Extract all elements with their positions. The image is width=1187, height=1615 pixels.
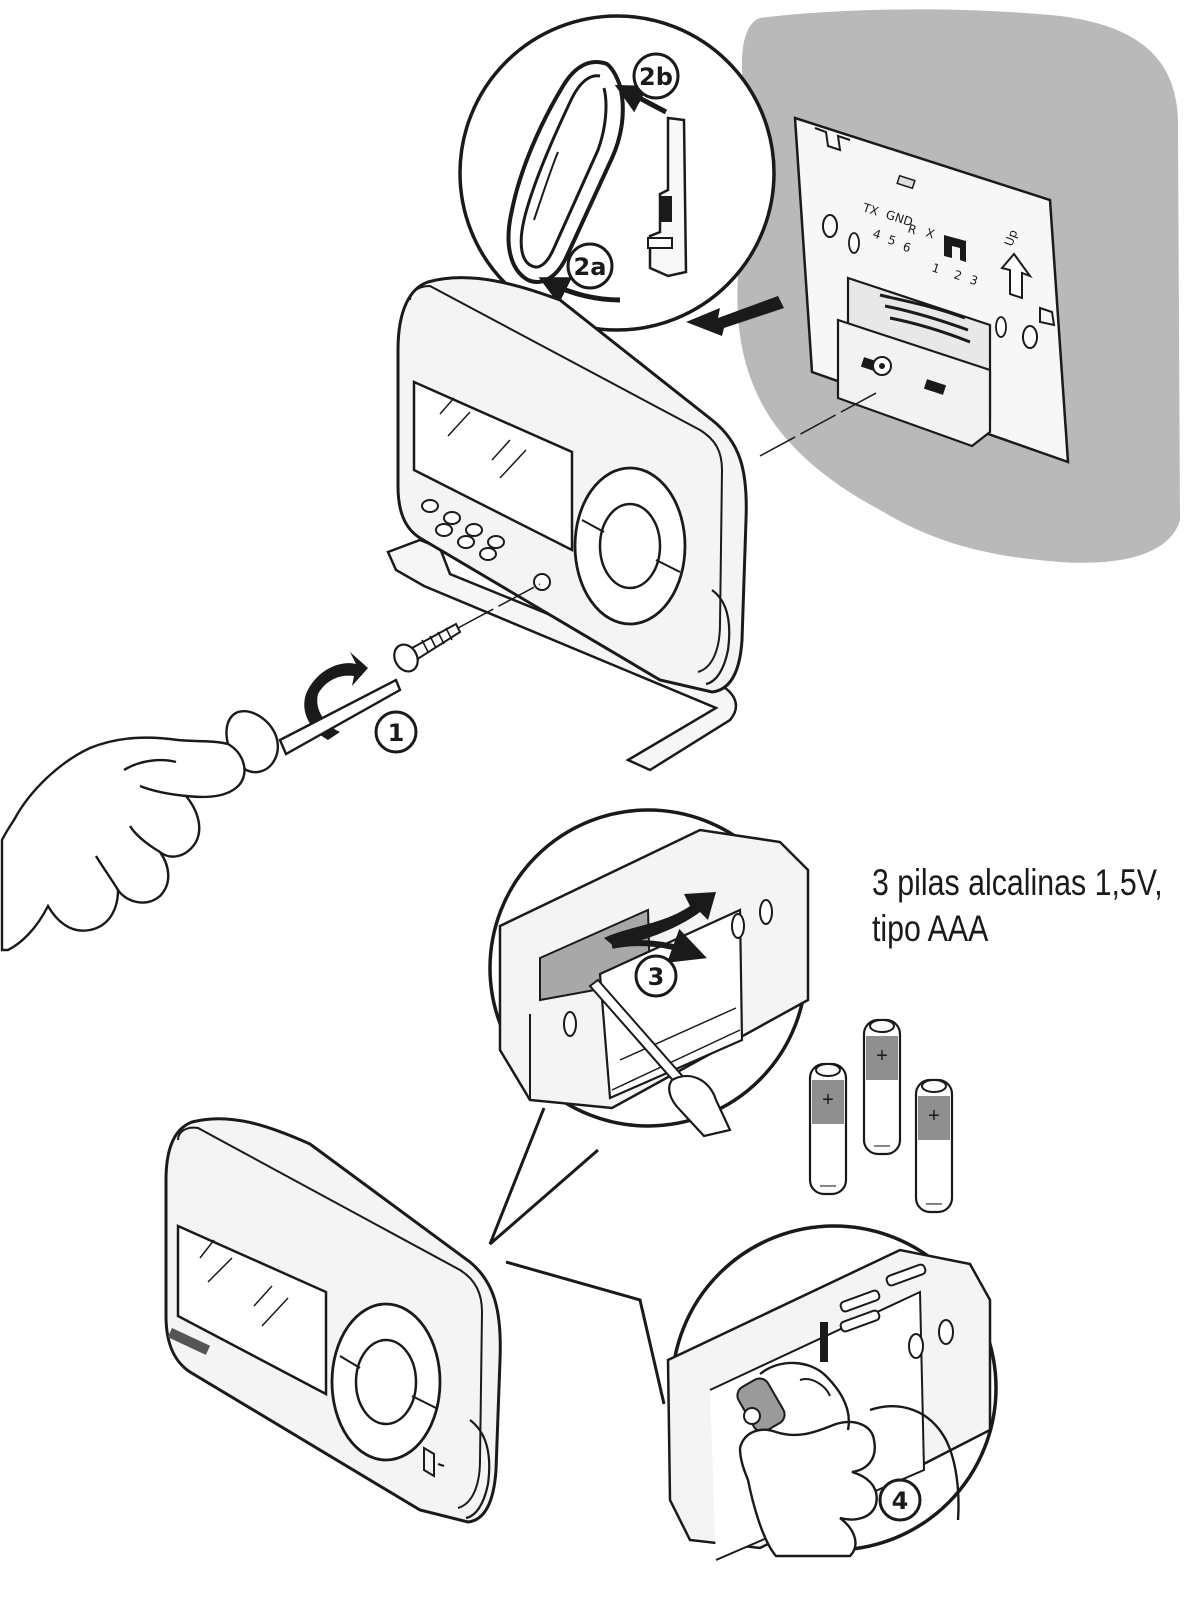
mounting-bracket — [386, 538, 738, 772]
terminal-label-r: R — [906, 222, 918, 238]
terminal-number-4: 4 — [871, 227, 883, 243]
terminal-number-3: 3 — [968, 273, 980, 289]
battery-1-plus: + — [822, 1089, 834, 1111]
terminal-block — [836, 276, 992, 448]
battery-2-plus: + — [876, 1045, 888, 1067]
leader-line-wall — [759, 391, 879, 457]
screw-hole-left — [822, 214, 838, 238]
battery-3-minus: — — [926, 1195, 942, 1212]
battery-3: + — — [914, 1078, 954, 1214]
battery-3-plus: + — [928, 1105, 940, 1127]
callout-wedge-4 — [505, 1260, 666, 1405]
step-badge-2a — [566, 242, 614, 290]
lcd-display-lower — [176, 1224, 328, 1397]
thermostat-upper — [386, 276, 748, 772]
step-badge-4 — [878, 1478, 922, 1522]
lcd-display — [412, 380, 574, 553]
detail-circle-cover: 3 — [488, 808, 810, 1138]
step-label-2a: 2a — [574, 253, 607, 281]
up-label: Up — [1002, 228, 1021, 248]
terminal-number-5: 5 — [886, 233, 898, 249]
screw-hole-right-slot — [995, 316, 1007, 338]
bracket-screw-hole — [533, 573, 551, 591]
step-label-2b: 2b — [639, 63, 673, 91]
screw-hole-right — [1022, 325, 1038, 349]
detail-circle-battery-insert: 4 — [666, 1224, 998, 1561]
callout-wedge-3 — [488, 1107, 599, 1246]
lift-arrow-icon — [604, 892, 716, 948]
wall-plate: TX GND R X 4 5 6 1 2 3 Up — [793, 116, 1070, 464]
leader-line-screw — [457, 583, 541, 629]
battery-1: + — — [808, 1062, 848, 1196]
hand-with-screwdriver — [0, 678, 402, 952]
terminal-number-1: 1 — [930, 261, 942, 277]
terminal-label-tx: TX — [860, 200, 880, 218]
step-badge-1 — [374, 710, 418, 754]
battery-2: + — — [862, 1018, 902, 1156]
screw-hole-left-slot — [848, 232, 860, 254]
mount-direction-arrow — [686, 296, 784, 336]
connector-symbol — [944, 235, 966, 262]
step-badge-3 — [634, 954, 678, 998]
mounting-screw — [393, 622, 462, 673]
brand-logo — [167, 1328, 211, 1355]
step-label-4: 4 — [892, 1487, 909, 1515]
rf-symbol-icon — [423, 1446, 445, 1478]
step-label-3: 3 — [648, 963, 665, 991]
terminal-number-2: 2 — [952, 268, 964, 284]
batteries: + — + — + — — [808, 1018, 954, 1214]
battery-caption-line1: 3 pilas alcalinas 1,5V, — [872, 862, 1163, 903]
up-arrow-icon — [1000, 252, 1033, 300]
battery-1-minus: — — [820, 1177, 836, 1194]
step-badge-2b — [632, 52, 680, 100]
battery-caption: 3 pilas alcalinas 1,5V, tipo AAA — [872, 860, 1163, 952]
battery-2-minus: — — [874, 1137, 890, 1154]
detail-circle-clip: 2b 2a — [458, 14, 776, 332]
arrow-2a — [538, 277, 621, 305]
arrow-2b — [614, 85, 668, 115]
battery-caption-line2: tipo AAA — [872, 908, 989, 949]
terminal-label-x: X — [924, 226, 936, 242]
keypad — [421, 499, 505, 561]
step-label-1: 1 — [388, 719, 405, 747]
thermostat-lower — [164, 1117, 502, 1524]
terminal-number-6: 6 — [901, 240, 913, 256]
